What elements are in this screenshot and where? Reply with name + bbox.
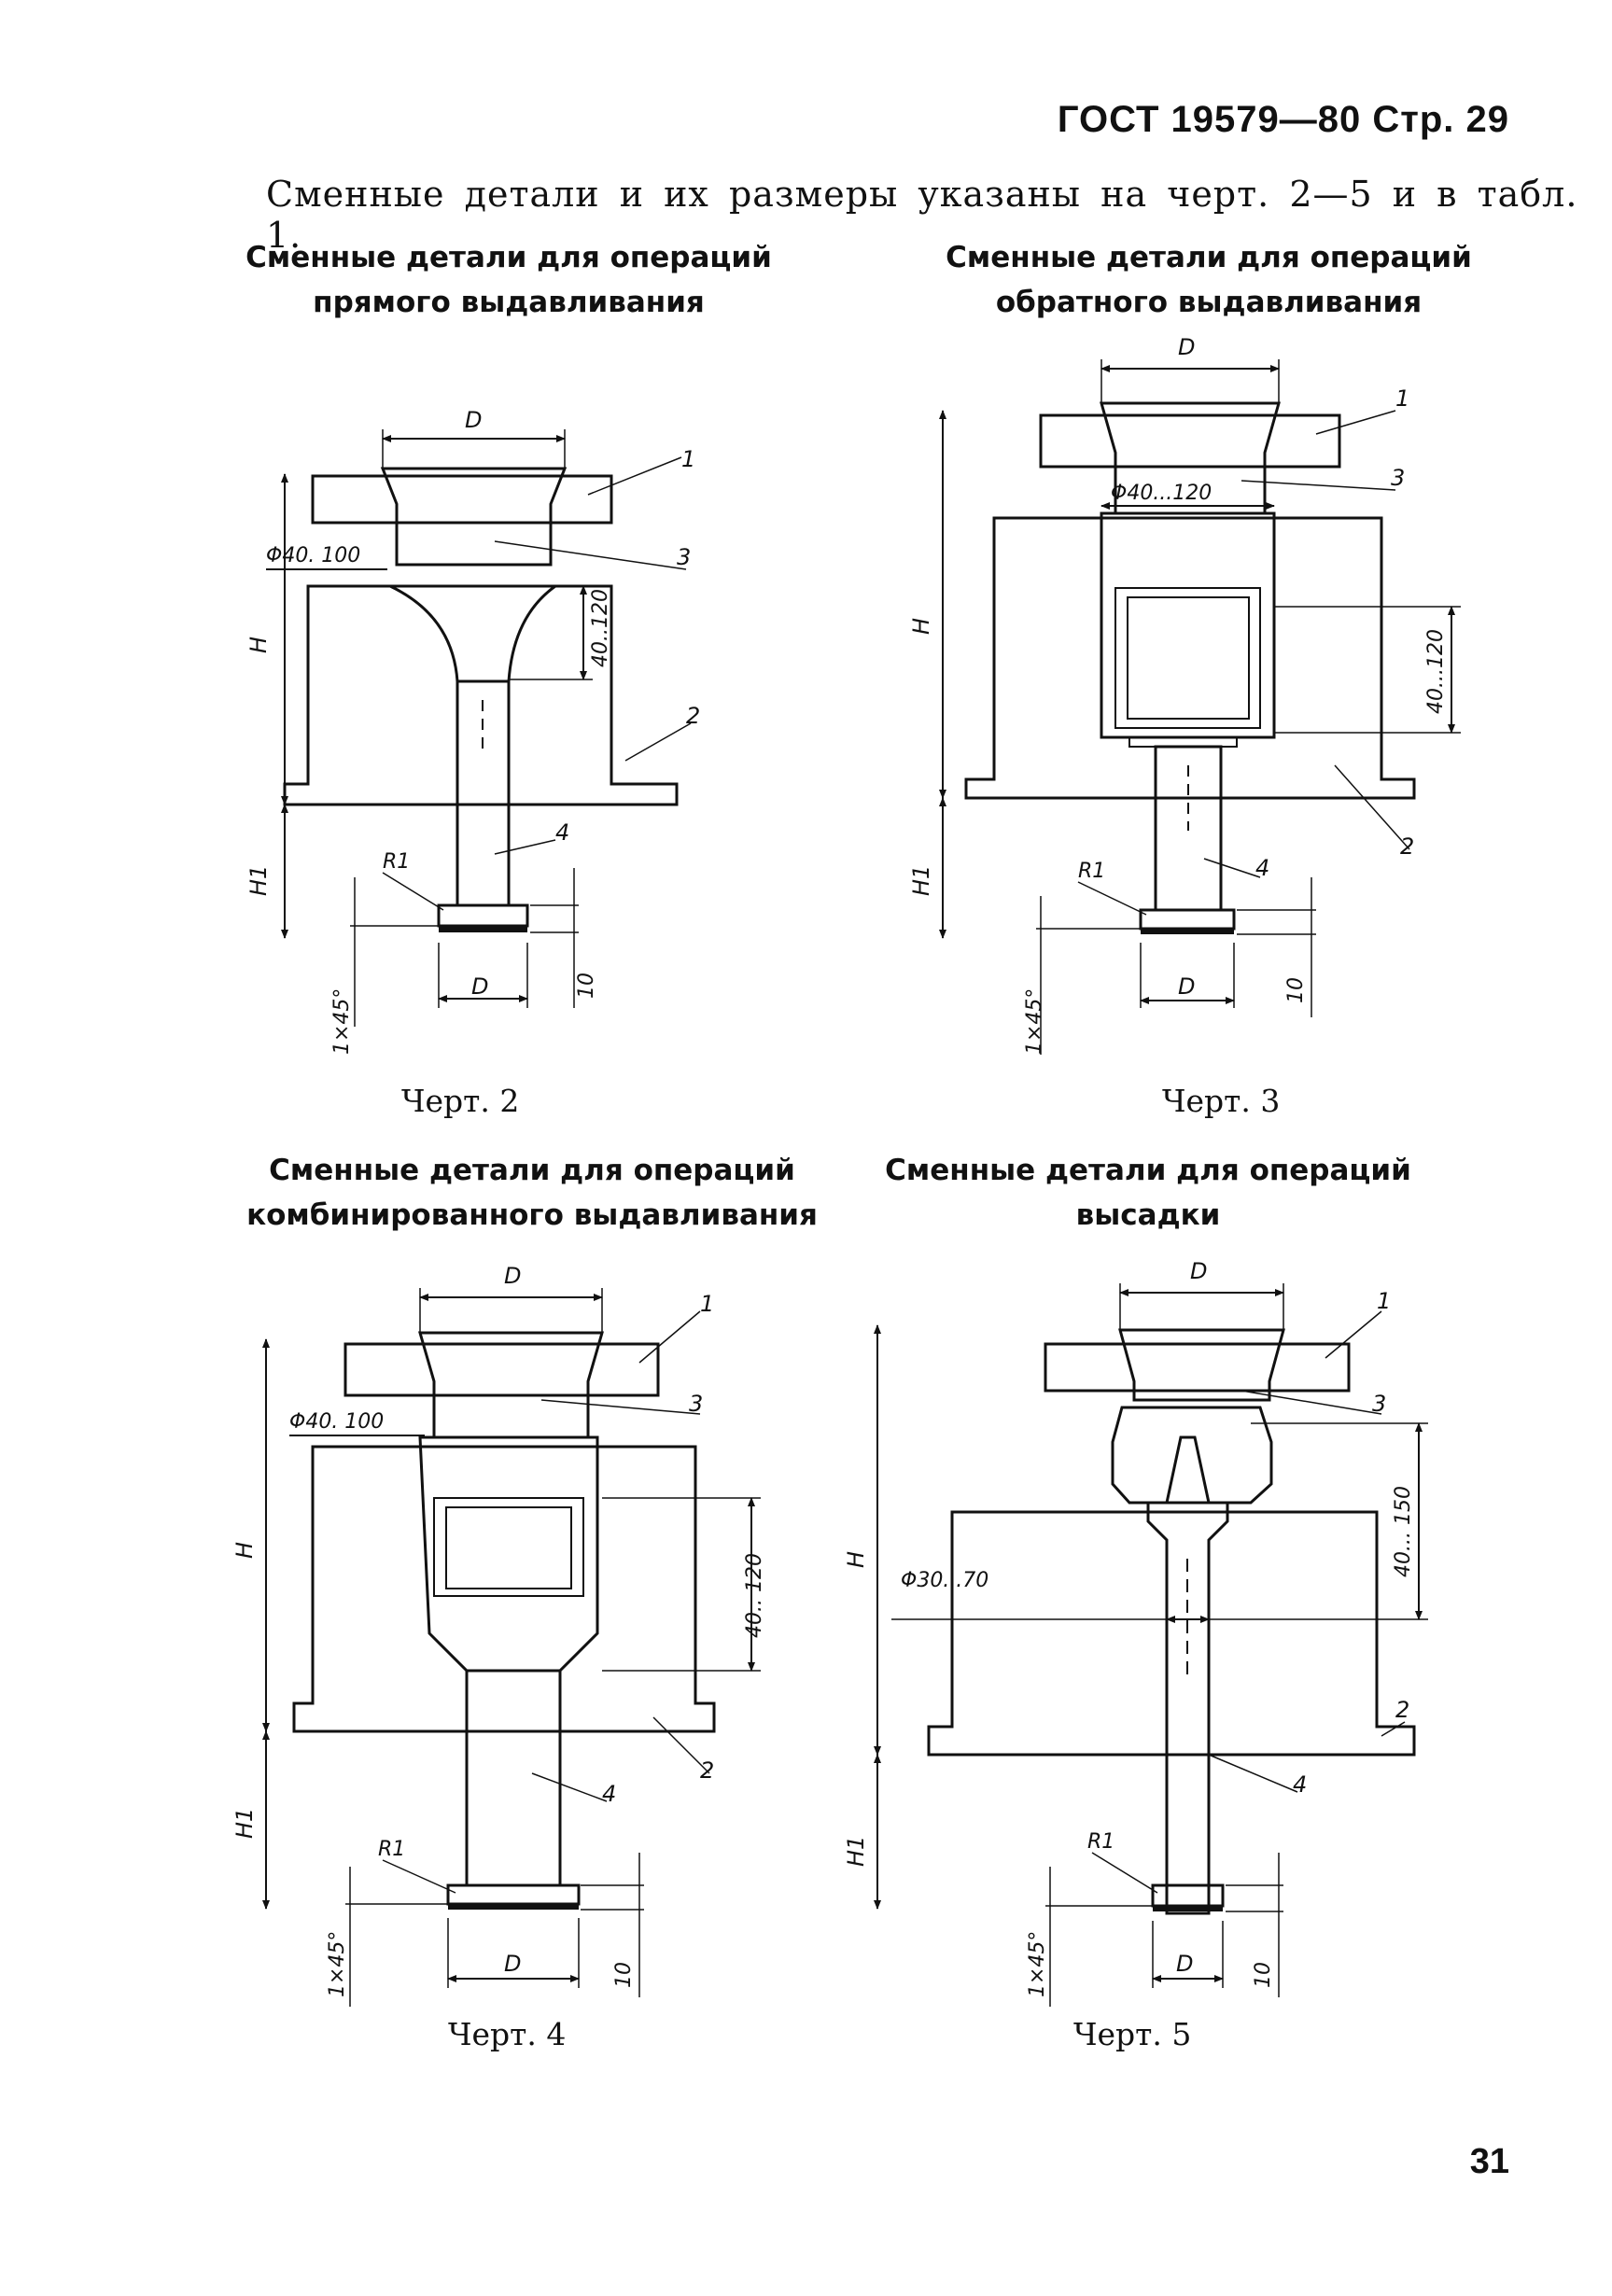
caption-fig2: Сменные детали для операций прямого выда… bbox=[210, 235, 807, 325]
fig3-H1: H1 bbox=[908, 865, 934, 896]
fig5-R: R1 bbox=[1087, 1830, 1114, 1854]
fig4-H1: H1 bbox=[231, 1808, 258, 1839]
fig4-chamfer: 1×45° bbox=[326, 1931, 349, 1997]
fig5-phi: Φ30...70 bbox=[901, 1569, 988, 1592]
fig4-H: H bbox=[231, 1542, 258, 1559]
drawing-fig3: D Φ40...120 H H1 40...120 R1 1×45° D 10 … bbox=[908, 334, 1461, 1055]
fig2-H: H bbox=[245, 637, 272, 653]
fig2-phi: Φ40. 100 bbox=[266, 544, 360, 567]
caption-fig5-line2: высадки bbox=[1075, 1198, 1221, 1232]
page-header: ГОСТ 19579—80 Стр. 29 bbox=[1057, 99, 1509, 140]
fig5-H: H bbox=[843, 1551, 869, 1568]
fig4-phi: Φ40. 100 bbox=[289, 1410, 384, 1434]
fig5-range: 40... 150 bbox=[1392, 1486, 1415, 1577]
fig4-label: Черт. 4 bbox=[448, 2016, 567, 2052]
page-number: 31 bbox=[1469, 2142, 1509, 2181]
fig4-part-4: 4 bbox=[602, 1781, 616, 1807]
fig4-part-2: 2 bbox=[700, 1757, 714, 1784]
fig2-D-top: D bbox=[465, 407, 482, 433]
fig3-D-bottom: D bbox=[1178, 973, 1195, 1000]
caption-fig3: Сменные детали для операций обратного вы… bbox=[910, 235, 1507, 325]
intro-text: Сменные детали и их размеры указаны на ч… bbox=[266, 174, 1578, 256]
fig2-part-2: 2 bbox=[686, 703, 700, 729]
fig4-D-bottom: D bbox=[504, 1951, 521, 1977]
fig2-R: R1 bbox=[383, 850, 410, 874]
fig2-H1: H1 bbox=[245, 865, 272, 896]
fig5-label: Черт. 5 bbox=[1073, 2016, 1192, 2052]
fig5-part-4: 4 bbox=[1293, 1771, 1307, 1798]
fig2-label: Черт. 2 bbox=[401, 1083, 520, 1119]
drawing-fig5: D Φ30...70 H H1 40... 150 R1 1×45° D 10 … bbox=[843, 1258, 1428, 2007]
fig2-t: 10 bbox=[575, 973, 598, 999]
caption-fig5: Сменные детали для операций высадки bbox=[849, 1148, 1447, 1238]
caption-fig4: Сменные детали для операций комбинирован… bbox=[233, 1148, 831, 1238]
fig3-t: 10 bbox=[1284, 977, 1308, 1003]
caption-fig4-line1: Сменные детали для операций bbox=[269, 1154, 795, 1187]
fig5-chamfer: 1×45° bbox=[1026, 1931, 1049, 1997]
fig2-part-4: 4 bbox=[555, 819, 569, 846]
fig3-part-4: 4 bbox=[1255, 855, 1269, 881]
fig3-range: 40...120 bbox=[1424, 629, 1448, 714]
fig4-t: 10 bbox=[612, 1962, 636, 1988]
fig5-t: 10 bbox=[1252, 1962, 1275, 1988]
fig5-D-bottom: D bbox=[1176, 1951, 1193, 1977]
fig4-part-3: 3 bbox=[689, 1391, 703, 1417]
fig3-part-2: 2 bbox=[1400, 833, 1414, 860]
fig3-label: Черт. 3 bbox=[1162, 1083, 1281, 1119]
fig2-part-1: 1 bbox=[681, 446, 695, 472]
fig2-D-bottom: D bbox=[471, 973, 488, 1000]
fig3-R: R1 bbox=[1078, 860, 1105, 883]
fig3-phi: Φ40...120 bbox=[1111, 482, 1212, 505]
fig5-part-1: 1 bbox=[1377, 1288, 1391, 1314]
fig4-D-top: D bbox=[504, 1263, 521, 1289]
caption-fig4-line2: комбинированного выдавливания bbox=[246, 1198, 818, 1232]
fig5-H1: H1 bbox=[843, 1836, 869, 1867]
caption-fig2-line1: Сменные детали для операций bbox=[245, 241, 772, 274]
fig4-R: R1 bbox=[378, 1838, 405, 1861]
fig2-range: 40..120 bbox=[589, 589, 612, 667]
fig2-chamfer: 1×45° bbox=[330, 988, 354, 1055]
caption-fig3-line1: Сменные детали для операций bbox=[946, 241, 1472, 274]
drawing-fig2: D Φ40. 100 H H1 40..120 R1 1×45° D 10 1 … bbox=[245, 407, 700, 1055]
fig4-part-1: 1 bbox=[700, 1291, 714, 1317]
caption-fig2-line2: прямого выдавливания bbox=[313, 286, 705, 319]
fig4-range: 40.. 120 bbox=[743, 1553, 766, 1638]
fig3-chamfer: 1×45° bbox=[1023, 988, 1046, 1055]
fig3-H: H bbox=[908, 618, 934, 635]
drawing-fig4: D Φ40. 100 H H1 40.. 120 R1 1×45° D 10 1… bbox=[231, 1263, 766, 2007]
fig3-D-top: D bbox=[1178, 334, 1195, 360]
caption-fig5-line1: Сменные детали для операций bbox=[885, 1154, 1411, 1187]
fig2-part-3: 3 bbox=[677, 544, 691, 570]
fig5-part-2: 2 bbox=[1395, 1697, 1409, 1723]
caption-fig3-line2: обратного выдавливания bbox=[995, 286, 1423, 319]
fig5-part-3: 3 bbox=[1372, 1391, 1386, 1417]
fig3-part-3: 3 bbox=[1391, 465, 1405, 491]
fig5-D-top: D bbox=[1190, 1258, 1207, 1284]
fig3-part-1: 1 bbox=[1395, 385, 1409, 412]
